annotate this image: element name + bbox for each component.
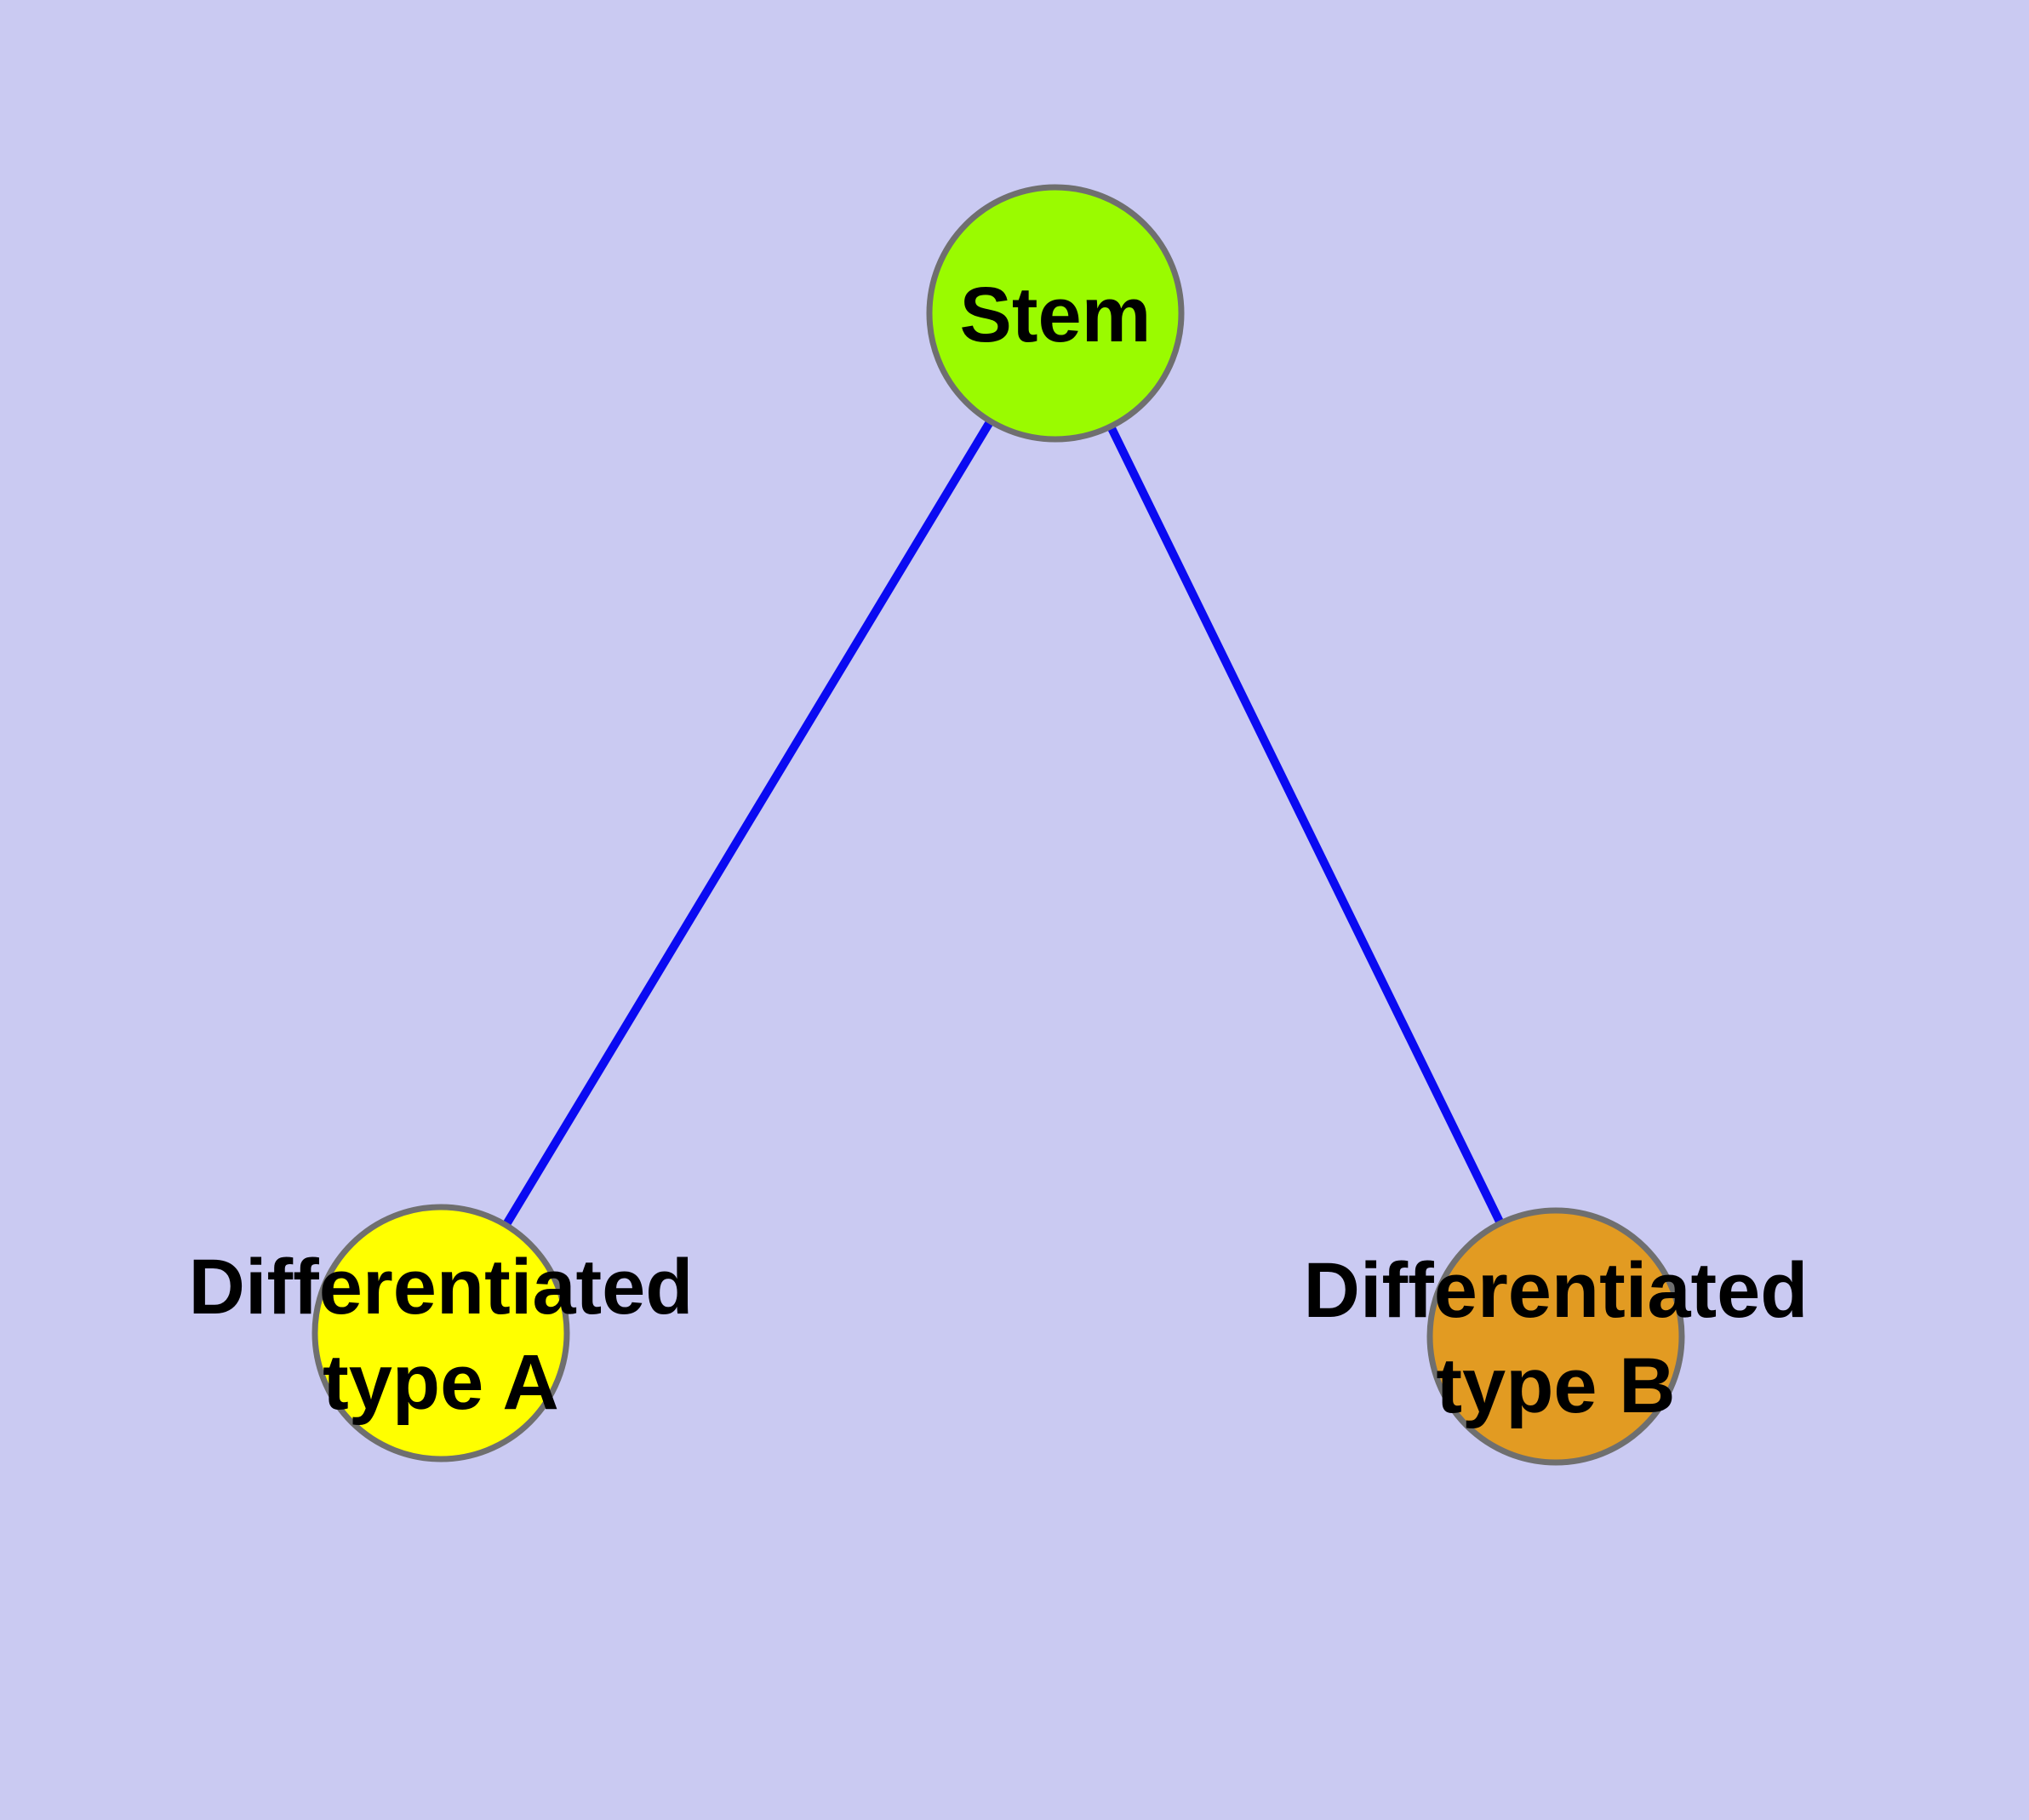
node-differentiated-type-a-label-line: Differentiated <box>189 1244 694 1331</box>
node-differentiated-type-b-circle <box>1426 1207 1685 1466</box>
node-differentiated-type-a-label-line: type A <box>323 1339 559 1426</box>
node-differentiated-type-b-label-line: Differentiated <box>1304 1247 1809 1334</box>
node-differentiated-type-b-label-line: type B <box>1436 1342 1675 1429</box>
node-stem-circle <box>926 184 1185 443</box>
node-stem-label-line: Stem <box>960 272 1152 358</box>
edge-stem-to-differentiated-type-a <box>437 311 1060 1336</box>
edges-layer <box>437 311 1560 1339</box>
nodes-layer <box>311 184 1685 1466</box>
node-differentiated-type-a-circle <box>311 1204 570 1462</box>
edge-stem-to-differentiated-type-b <box>1051 311 1560 1339</box>
